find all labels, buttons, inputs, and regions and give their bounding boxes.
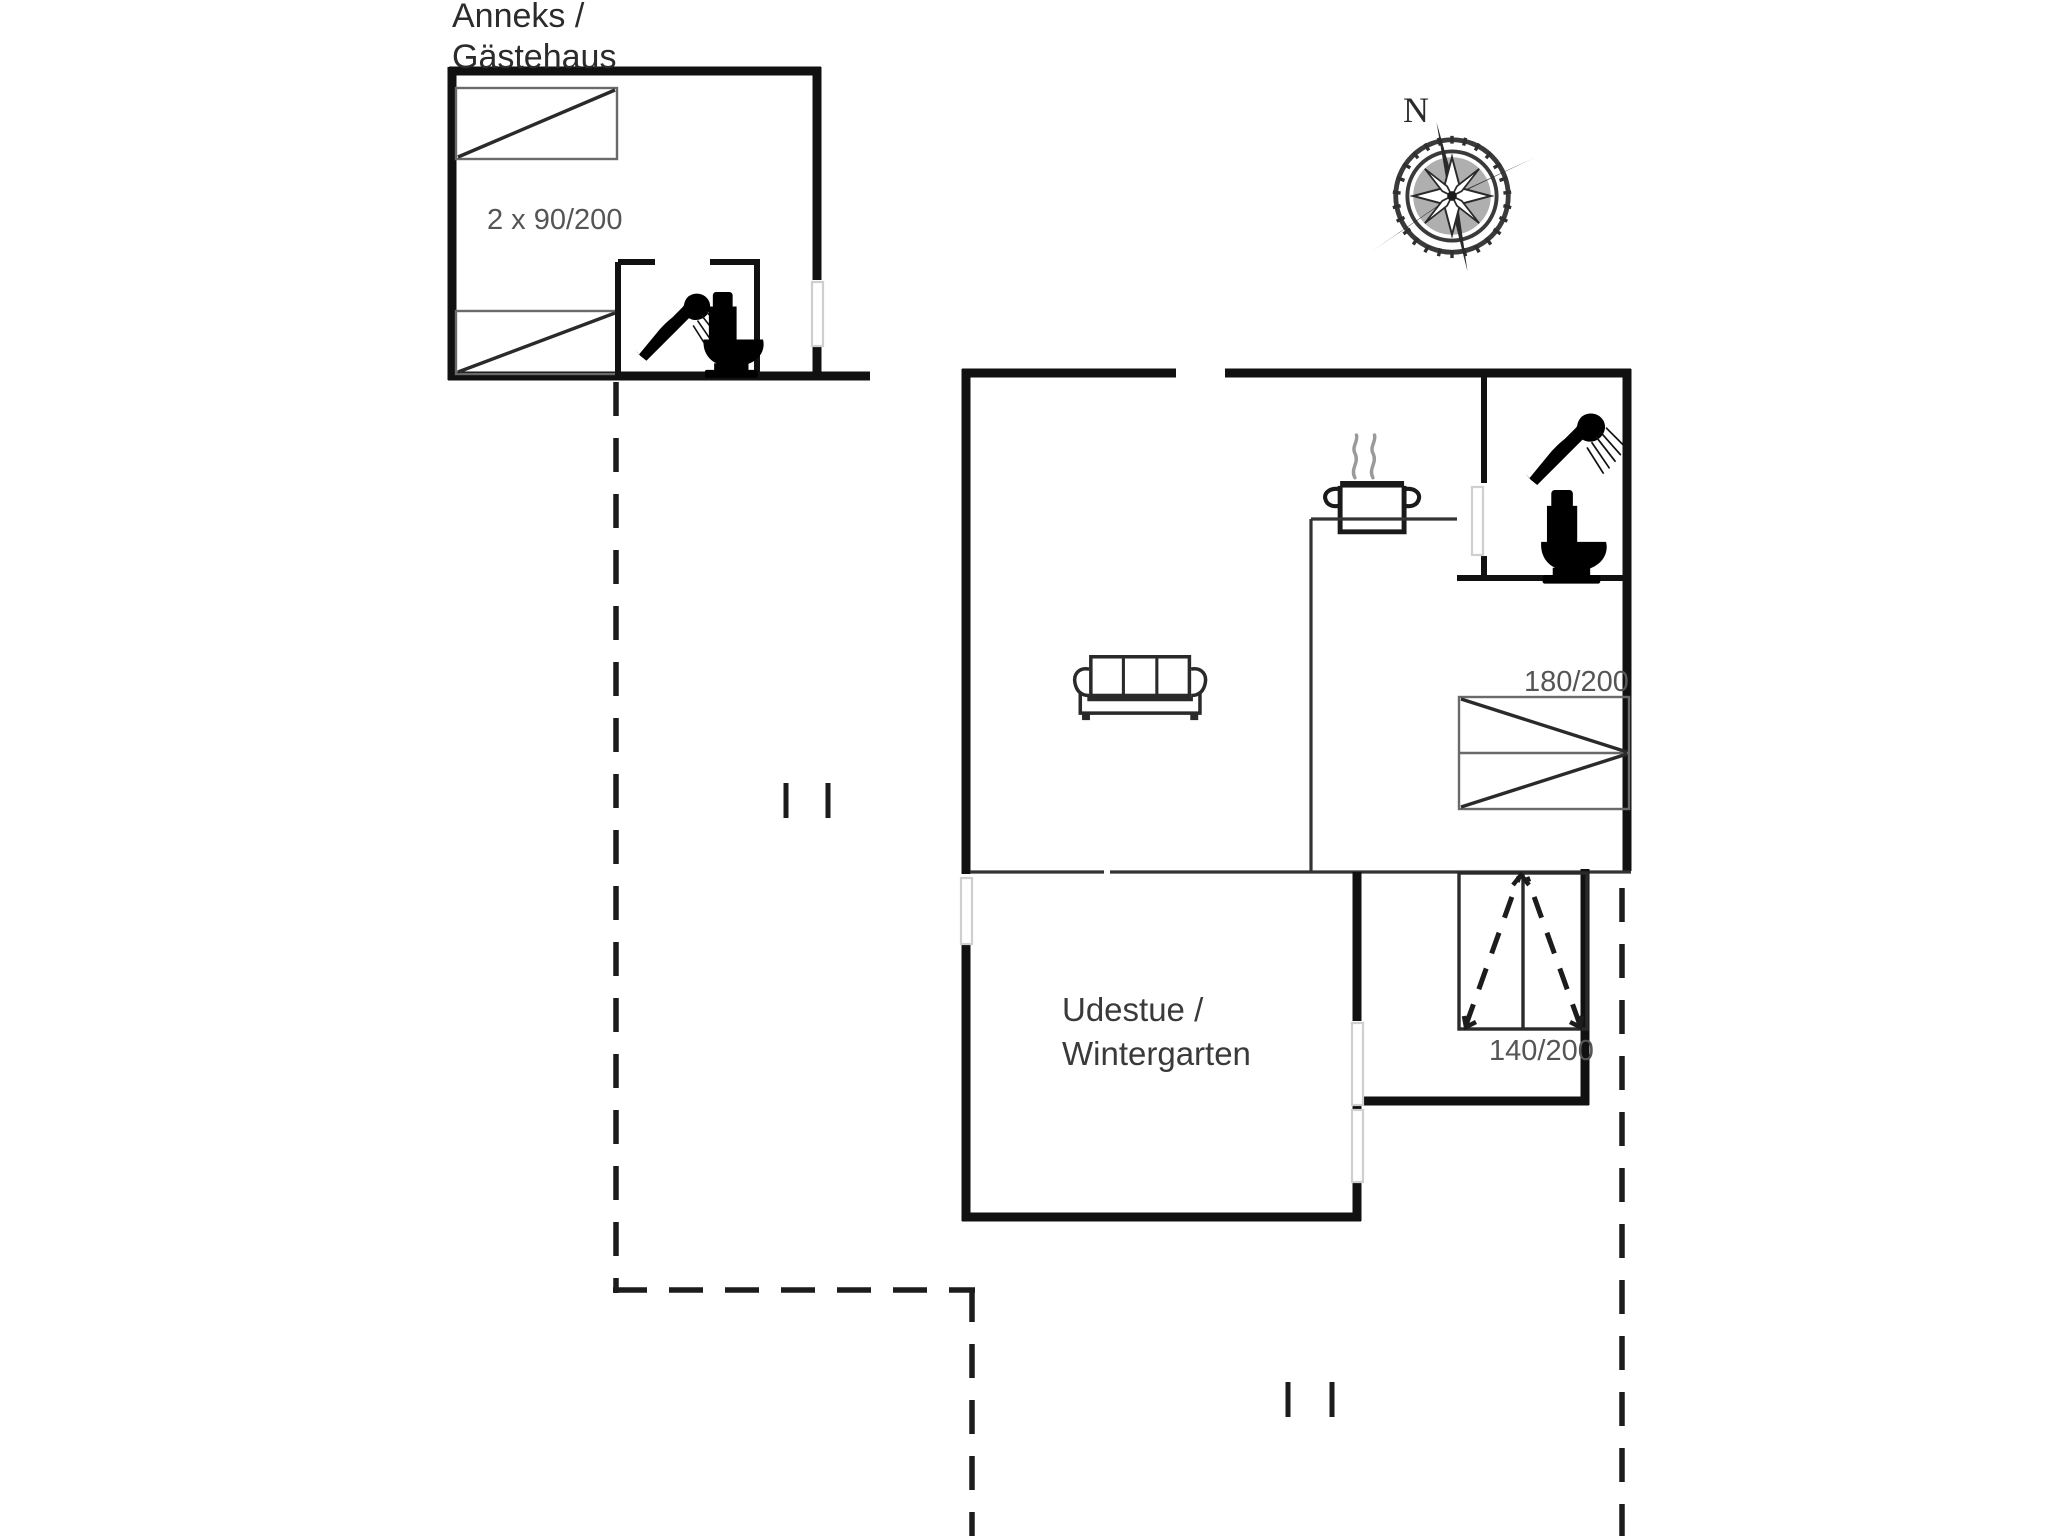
wintergarden-label-line2: Wintergarten: [1062, 1035, 1251, 1072]
wintergarden-bottom-door-opening: [1350, 1108, 1365, 1184]
bedroom2-walls: [1355, 869, 1590, 1106]
living-room-sofa-icon: [1075, 657, 1206, 720]
annex-bed-dimension-label: 2 x 90/200: [487, 204, 622, 236]
bedroom-bed-140: [1457, 871, 1589, 1031]
main-toilet-icon: [1541, 490, 1607, 584]
kitchen-pot-icon: [1325, 435, 1419, 532]
annex-title-line1: Anneks /: [452, 0, 585, 35]
wintergarden-label-line1: Udestue /: [1062, 991, 1204, 1028]
annex-title-line2: Gästehaus: [452, 38, 616, 76]
annex-bed-lower: [454, 309, 619, 376]
terrace-tick-marks-lower: [1285, 1382, 1335, 1417]
compass-group: N: [1371, 90, 1536, 272]
annex-building: Anneks / Gästehaus 2 x 90/200: [447, 0, 870, 381]
bed-140-dimension-label: 140/200: [1489, 1035, 1594, 1067]
annex-door-opening: [810, 280, 825, 348]
wintergarden-right-door-opening: [1350, 1021, 1365, 1107]
compass-north-label: N: [1403, 90, 1429, 130]
compass-rose-icon: [1371, 122, 1536, 271]
annex-bed-upper: [454, 86, 619, 161]
bed-180-dimension-label: 180/200: [1524, 666, 1629, 698]
annex-walls: [447, 66, 870, 381]
main-bathroom-door-opening: [1470, 485, 1485, 557]
terrace-boundary: [613, 371, 1625, 1536]
bedroom-bed-180: [1457, 695, 1631, 811]
wintergarden-left-door-opening: [959, 876, 974, 946]
main-shower-icon: [1524, 412, 1628, 486]
main-house-outer-walls: [961, 368, 1632, 874]
main-house-building: 180/200 140/200: [959, 368, 1632, 1222]
terrace-tick-marks-upper: [783, 783, 831, 818]
